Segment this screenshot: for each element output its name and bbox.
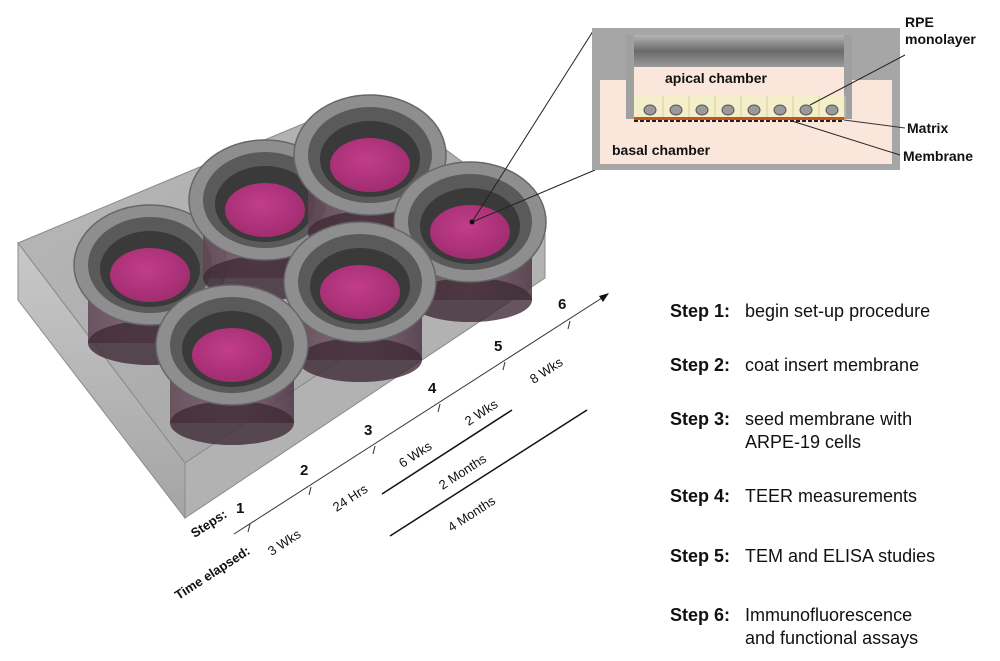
step-number: 4 [428,380,437,397]
step-item: Step 1: begin set-up procedure [670,300,930,322]
step-label: Step 1: [670,301,731,321]
tick [437,403,441,413]
rpe-cell-nucleus [825,104,839,116]
step-item: Step 5: TEM and ELISA studies [670,545,935,567]
step-label: Step 5: [670,546,731,566]
rpe-cell-nucleus [695,104,709,116]
tick [502,361,506,371]
step-item: Step 4: TEER measurements [670,485,917,507]
rpe-cell-nucleus [773,104,787,116]
span-2-months-line [381,409,513,495]
well-group [73,94,547,445]
tick [247,523,251,533]
rpe-cell-nucleus [721,104,735,116]
step-desc: TEER measurements [745,486,918,506]
rpe-cell-nucleus [669,104,683,116]
timeline [233,293,609,537]
step-desc: Immunofluorescence [745,605,913,625]
step-number: 3 [364,422,373,439]
rpe-cell-nucleus [799,104,813,116]
insert-base [298,338,422,382]
matrix-layer [634,117,844,120]
rpe-cell-nucleus [747,104,761,116]
insert-membrane [110,248,190,302]
insert-membrane [192,328,272,382]
arrow-head-icon [599,293,609,302]
well-insert [293,94,447,255]
membrane-pointer [791,120,901,156]
step-number: 1 [236,500,245,517]
leader-line [471,27,596,223]
tick [567,320,571,330]
rpe-cell-layer [634,95,844,117]
well-insert [155,284,309,445]
insert-membrane [430,205,510,259]
insert-wall-right [844,35,852,119]
insert-cross-section [592,28,906,170]
insert-membrane [320,265,400,319]
step-item: Step 3: seed membrane with ARPE-19 cells [670,408,912,452]
rpe-cell-nucleus [643,104,657,116]
step-desc-line2: and functional assays [745,628,919,648]
step-label: Step 4: [670,486,731,506]
basal-chamber-label: basal chamber [612,142,711,158]
timeline-arrow-line [233,295,606,535]
step-label: Step 2: [670,355,731,375]
step-label: Step 3: [670,409,731,429]
step-number: 2 [300,462,309,479]
rpe-cells [643,96,846,117]
plate-left-face [17,241,186,520]
apical-chamber [634,67,844,97]
step-desc-line2: ARPE-19 cells [745,432,862,452]
step-item: Step 2: coat insert membrane [670,354,919,376]
rpe-label: RPE [905,14,934,30]
span-4-months-line [389,409,588,537]
step-item: Step 6: Immunofluorescence and functiona… [670,604,918,648]
step-desc: begin set-up procedure [745,301,931,321]
well-marker [469,219,475,225]
matrix-label: Matrix [907,120,949,136]
leader-line [471,169,596,223]
step-number: 6 [558,296,567,313]
step-number: 5 [494,338,503,355]
step-desc: seed membrane with [745,409,913,429]
tick [308,486,312,496]
membrane-label: Membrane [903,148,974,164]
insert-membrane [225,183,305,237]
insert-wall-left [626,35,634,119]
well-insert [283,221,437,382]
tick [372,445,376,455]
matrix-pointer [843,119,906,129]
apical-chamber-label: apical chamber [665,70,767,86]
step-label: Step 6: [670,605,731,625]
rpe-label-line2: monolayer [905,31,976,47]
well-insert [73,204,227,365]
insert-top [634,35,844,67]
insert-base [408,278,532,322]
insert-base [170,401,294,445]
rpe-pointer [809,54,906,106]
step-desc: TEM and ELISA studies [745,546,936,566]
step-desc: coat insert membrane [745,355,920,375]
insert-membrane [330,138,410,192]
